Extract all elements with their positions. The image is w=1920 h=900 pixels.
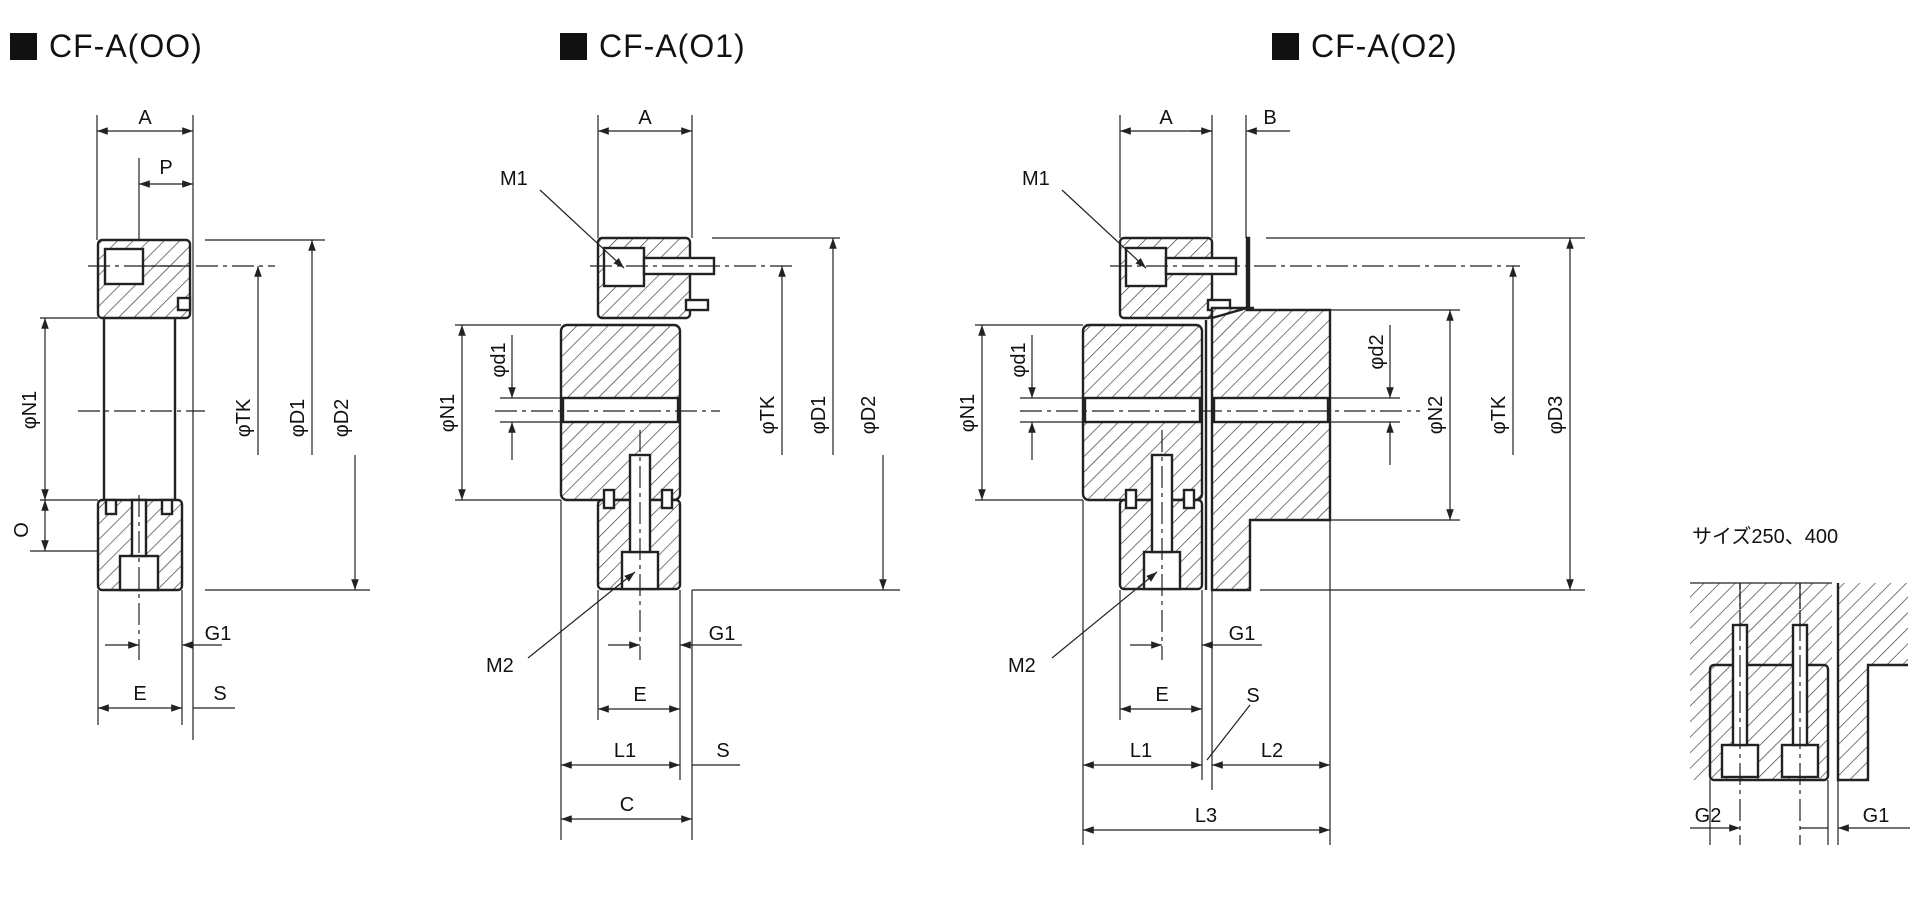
label-m2: M2 (486, 655, 514, 677)
dim-label-l1: L1 (614, 740, 636, 762)
square-bullet-icon (1272, 33, 1299, 60)
label-m1: M1 (1022, 168, 1050, 190)
dim-label-a: A (138, 107, 152, 129)
dim-label-g1: G1 (1863, 805, 1890, 827)
dim-label-e: E (633, 684, 646, 706)
dim-label-a: A (1159, 107, 1173, 129)
view-cf-a-o1: A M1 M2 φN1 φd1 φTK φD1 φD2 (437, 107, 900, 840)
dim-label-s: S (213, 683, 226, 705)
dim-label-l2: L2 (1261, 740, 1283, 762)
dim-label-b: B (1263, 107, 1276, 129)
dim-label-d2: φD2 (331, 399, 353, 438)
dim-label-e: E (133, 683, 146, 705)
view-cf-a-oo: A P φN1 O φTK φD1 φD2 G1 (11, 107, 370, 740)
dim-label-p: P (159, 157, 172, 179)
detail-caption: サイズ250、400 (1692, 525, 1838, 548)
dim-label-l3: L3 (1195, 805, 1217, 827)
dim-label-s: S (716, 740, 729, 762)
square-bullet-icon (10, 33, 37, 60)
dim-label-a: A (638, 107, 652, 129)
dim-label-n1: φN1 (19, 391, 41, 430)
flange-hub-right (1210, 306, 1332, 592)
dim-label-c: C (620, 794, 634, 816)
title-text-o1: CF-A(O1) (599, 28, 746, 64)
dim-label-d1: φd1 (1008, 342, 1030, 377)
dim-label-d3: φD3 (1545, 396, 1567, 435)
dim-label-g1: G1 (1229, 623, 1256, 645)
dim-label-tk: φTK (233, 398, 255, 437)
dim-label-g2: G2 (1695, 805, 1722, 827)
dim-label-l1: L1 (1130, 740, 1152, 762)
detail-size-250-400: サイズ250、400 G2 G1 (1690, 525, 1910, 845)
dim-label-s: S (1246, 685, 1259, 707)
dim-label-d1-outer: φD1 (808, 396, 830, 435)
view-cf-a-o2: A B M1 M2 φN1 φd1 φd2 (957, 107, 1585, 845)
dim-label-tk: φTK (757, 395, 779, 434)
title-cf-a-o1: CF-A(O1) (560, 28, 746, 65)
dim-label-d1: φd1 (488, 342, 510, 377)
title-cf-a-o2: CF-A(O2) (1272, 28, 1458, 65)
label-m2: M2 (1008, 655, 1036, 677)
dim-label-g1: G1 (709, 623, 736, 645)
dim-label-n1: φN1 (437, 394, 459, 433)
dim-label-e: E (1155, 684, 1168, 706)
title-cf-a-oo: CF-A(OO) (10, 28, 203, 65)
dim-label-o: O (11, 522, 33, 538)
dim-label-d1: φD1 (287, 399, 309, 438)
dim-label-d2: φD2 (858, 396, 880, 435)
title-text-oo: CF-A(OO) (49, 28, 203, 64)
title-text-o2: CF-A(O2) (1311, 28, 1458, 64)
dim-label-d2: φd2 (1366, 334, 1388, 369)
dim-label-n2: φN2 (1425, 396, 1447, 435)
square-bullet-icon (560, 33, 587, 60)
dim-label-n1: φN1 (957, 394, 979, 433)
dim-label-tk: φTK (1488, 395, 1510, 434)
dim-label-g1: G1 (205, 623, 232, 645)
label-m1: M1 (500, 168, 528, 190)
